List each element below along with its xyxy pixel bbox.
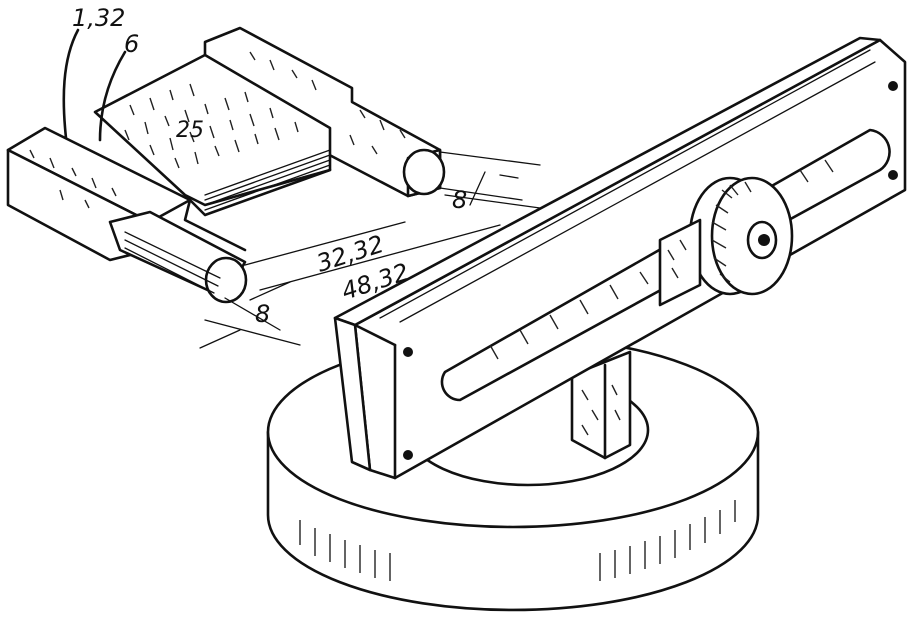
label-top-dim: 1,32 — [72, 4, 125, 32]
base-knurl — [299, 500, 736, 581]
screw-hole-icon — [888, 81, 898, 91]
label-side-depth: 8 — [452, 186, 467, 214]
knob-bore-icon — [758, 234, 770, 246]
u-frame-part — [6, 26, 446, 304]
screw-hole-icon — [888, 170, 898, 180]
label-inner-width: 25 — [176, 118, 204, 143]
label-front-depth: 8 — [255, 300, 270, 328]
screw-hole-icon — [403, 450, 413, 460]
screw-hole-icon — [403, 347, 413, 357]
knurled-knob — [658, 176, 794, 307]
dimension-lines — [62, 28, 541, 349]
laminate-lines — [124, 149, 331, 294]
surface-hatching — [29, 51, 406, 209]
label-top-thickness: 6 — [124, 30, 139, 58]
